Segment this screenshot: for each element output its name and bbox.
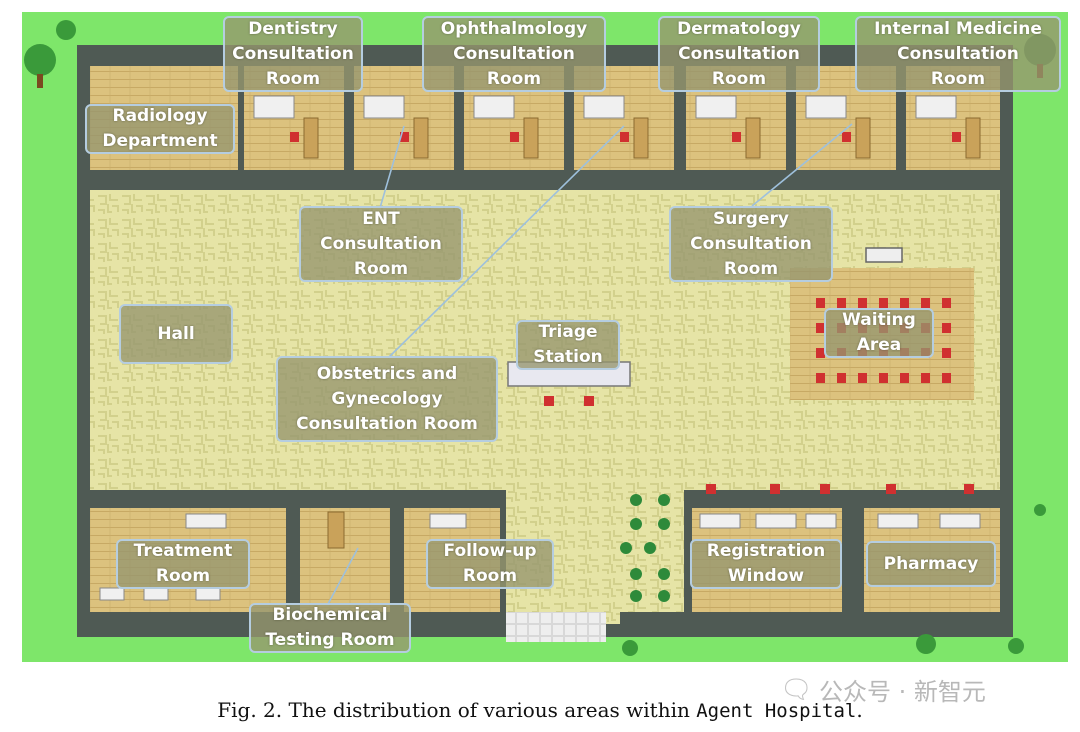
- top-room-chairs: [290, 132, 961, 142]
- waiting-chair: [837, 373, 846, 383]
- waiting-chair: [858, 373, 867, 383]
- waiting-chair: [942, 348, 951, 358]
- pointer-lines: [327, 123, 853, 605]
- waiting-area-screen: [865, 247, 903, 263]
- potted-plant: [644, 542, 656, 554]
- potted-plant: [630, 518, 642, 530]
- potted-plant: [630, 568, 642, 580]
- waiting-chair: [921, 373, 930, 383]
- label-triage: Triage Station: [516, 320, 620, 370]
- pointer-surgery: [751, 123, 853, 207]
- triage-chair-right: [584, 396, 594, 406]
- watermark-text: 公众号 · 新智元: [819, 678, 986, 706]
- figure-caption: Fig. 2. The distribution of various area…: [0, 698, 1080, 722]
- waiting-chair: [816, 323, 825, 333]
- label-waiting: Waiting Area: [824, 308, 934, 358]
- potted-plant: [658, 568, 670, 580]
- potted-plant: [658, 518, 670, 530]
- waiting-chair: [900, 298, 909, 308]
- label-follow-up: Follow-up Room: [426, 539, 554, 589]
- waiting-chair: [942, 373, 951, 383]
- potted-plant: [658, 494, 670, 506]
- caption-system-name: Agent Hospital: [696, 700, 857, 722]
- chat-bubble-icon: 🗨: [780, 674, 814, 705]
- bottom-room-furniture: [99, 513, 981, 601]
- lab-desk: [327, 511, 345, 549]
- waiting-chair: [879, 373, 888, 383]
- label-dermatology: Dermatology Consultation Room: [658, 16, 820, 92]
- label-pharmacy: Pharmacy: [866, 541, 996, 587]
- potted-plant: [620, 542, 632, 554]
- watermark: 🗨 公众号 · 新智元: [780, 672, 986, 707]
- label-ent: ENT Consultation Room: [299, 206, 463, 282]
- caption-prefix: Fig. 2. The distribution of various area…: [217, 698, 697, 722]
- waiting-chair: [858, 298, 867, 308]
- label-obgyn: Obstetrics and Gynecology Consultation R…: [276, 356, 498, 442]
- label-internal-medicine: Internal Medicine Consultation Room: [855, 16, 1061, 92]
- label-biochemical: Biochemical Testing Room: [249, 603, 411, 653]
- waiting-chair: [837, 298, 846, 308]
- triage-chair-left: [544, 396, 554, 406]
- top-room-furniture: [253, 95, 957, 119]
- label-registration: Registration Window: [690, 539, 842, 589]
- waiting-chair: [921, 298, 930, 308]
- label-surgery: Surgery Consultation Room: [669, 206, 833, 282]
- waiting-chair: [816, 298, 825, 308]
- label-treatment: Treatment Room: [116, 539, 250, 589]
- waiting-chair: [816, 373, 825, 383]
- potted-plant: [658, 590, 670, 602]
- caption-suffix: .: [856, 698, 863, 722]
- pointer-obgyn: [387, 125, 625, 359]
- label-dentistry: Dentistry Consultation Room: [223, 16, 363, 92]
- potted-plant: [630, 494, 642, 506]
- registration-chairs: [706, 484, 974, 494]
- waiting-chair: [900, 373, 909, 383]
- pointer-biochemical: [327, 547, 359, 605]
- waiting-chair: [879, 298, 888, 308]
- waiting-chair: [942, 323, 951, 333]
- label-hall: Hall: [119, 304, 233, 364]
- top-room-desks: [303, 117, 981, 159]
- pointer-ent: [379, 125, 405, 209]
- waiting-chair: [816, 348, 825, 358]
- label-ophthalmology: Ophthalmology Consultation Room: [422, 16, 606, 92]
- label-radiology: Radiology Department: [85, 104, 235, 154]
- waiting-chair: [942, 298, 951, 308]
- potted-plant: [630, 590, 642, 602]
- plants: [620, 494, 670, 602]
